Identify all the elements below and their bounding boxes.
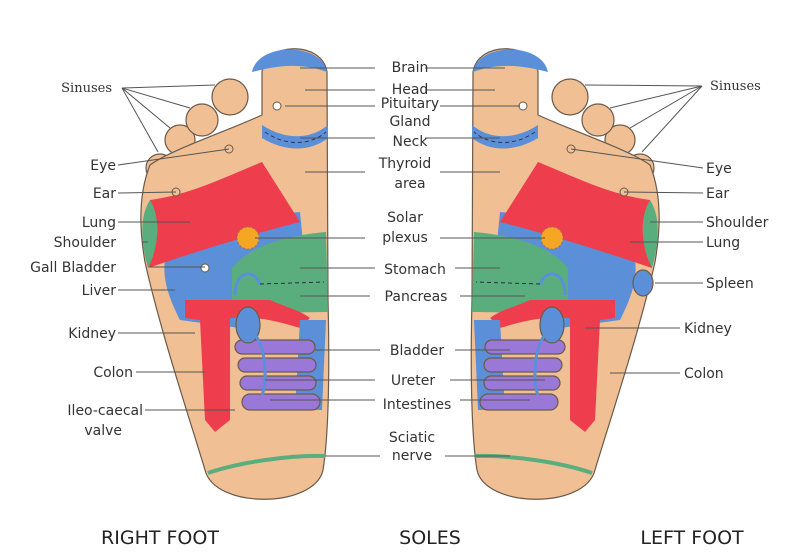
label-plexus: plexus [382,230,428,246]
label-ileo-caecal: Ileo-caecal [67,403,143,419]
gall-bladder-marker [200,263,210,273]
left-foot [469,46,662,502]
footer-left-foot: LEFT FOOT [640,527,744,549]
left-foot-labels: Sinuses Eye Ear Shoulder Lung Spleen Kid… [684,79,769,382]
label-brain: Brain [392,60,429,76]
footer-right-foot: RIGHT FOOT [101,527,219,549]
label-liver: Liver [82,283,117,299]
label-valve: valve [84,423,122,439]
spleen-marker [632,269,654,297]
label-gall-bladder: Gall Bladder [30,260,116,276]
label-kidney-right: Kidney [68,326,116,342]
side-leader-lines [117,84,704,411]
label-sinuses-left: Sinuses [710,79,761,94]
label-ear-left: Ear [706,186,729,202]
label-colon-left: Colon [684,366,724,382]
label-head: Head [392,82,429,98]
label-gland: Gland [389,114,430,130]
label-pancreas: Pancreas [385,289,448,305]
label-eye-left: Eye [706,161,732,177]
label-sciatic: Sciatic [389,430,435,446]
footer-soles: SOLES [399,527,461,549]
label-thyroid-area: area [394,176,425,192]
center-labels: Brain Head Pituitary Gland Neck Thyroid … [378,60,452,464]
label-bladder: Bladder [390,343,444,359]
center-leader-lines [255,67,545,457]
label-intestines: Intestines [383,397,452,413]
label-shoulder-right: Shoulder [54,235,117,251]
label-colon-right: Colon [93,365,133,381]
label-sinuses-right: Sinuses [61,81,112,96]
label-ear-right: Ear [93,186,116,202]
footer-labels: RIGHT FOOT SOLES LEFT FOOT [101,527,744,549]
label-eye-right: Eye [90,158,116,174]
label-nerve: nerve [392,448,432,464]
label-stomach: Stomach [384,262,446,278]
label-solar: Solar [387,210,423,226]
label-thyroid: Thyroid [378,156,432,172]
right-foot [138,46,331,502]
label-shoulder-left: Shoulder [706,215,769,231]
label-ureter: Ureter [391,373,435,389]
label-neck: Neck [393,134,429,150]
label-lung-left: Lung [706,235,740,251]
right-foot-labels: Sinuses Eye Ear Lung Shoulder Gall Bladd… [30,81,143,439]
label-pituitary: Pituitary [381,96,439,112]
label-kidney-left: Kidney [684,321,732,337]
label-spleen: Spleen [706,276,754,292]
label-lung-right: Lung [82,215,116,231]
